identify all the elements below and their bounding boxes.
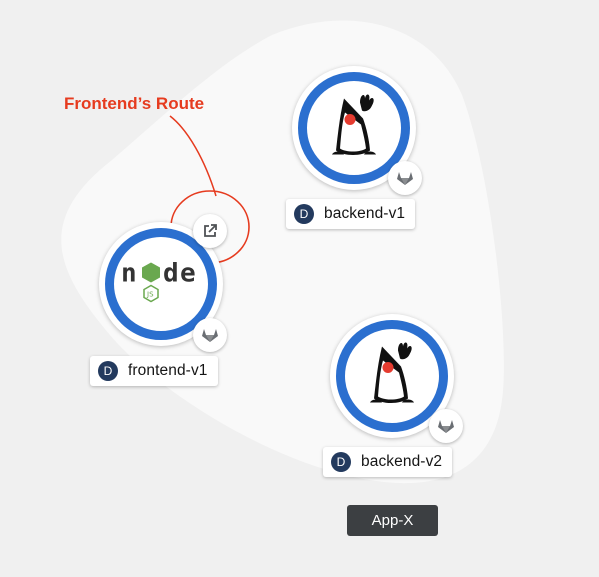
node-status-ring	[336, 320, 448, 432]
gitlab-icon	[438, 420, 454, 433]
backend-v2-label[interactable]: D backend-v2	[323, 447, 453, 477]
annotation-connector-line	[169, 115, 217, 197]
node-status-ring	[298, 72, 410, 184]
deployment-badge: D	[331, 452, 351, 472]
open-url-button[interactable]	[193, 214, 227, 248]
node-name: backend-v2	[361, 453, 443, 470]
frontend-v1-node[interactable]: n d e JS	[99, 222, 223, 346]
node-status-ring: n d e JS	[105, 228, 217, 340]
annotation-label: Frontend’s Route	[64, 94, 205, 113]
open-url-icon	[204, 224, 217, 237]
svg-text:JS: JS	[146, 291, 154, 299]
svg-text:e: e	[180, 260, 196, 289]
gitlab-icon	[202, 329, 218, 342]
svg-text:d: d	[163, 260, 179, 289]
application-group-label[interactable]: App-X	[347, 505, 438, 536]
deployment-badge: D	[294, 204, 314, 224]
java-duke-icon	[368, 341, 416, 412]
backend-v2-source-button[interactable]	[429, 409, 463, 443]
nodejs-icon: n d e JS	[121, 259, 201, 309]
svg-text:n: n	[121, 260, 137, 289]
backend-v1-label[interactable]: D backend-v1	[286, 199, 416, 229]
java-duke-icon	[330, 93, 378, 164]
backend-v1-source-button[interactable]	[388, 161, 422, 195]
frontend-v1-source-button[interactable]	[193, 318, 227, 352]
gitlab-icon	[397, 172, 413, 185]
frontend-v1-label[interactable]: D frontend-v1	[90, 356, 218, 386]
node-name: backend-v1	[324, 205, 406, 222]
deployment-badge: D	[98, 361, 118, 381]
node-name: frontend-v1	[128, 362, 208, 379]
